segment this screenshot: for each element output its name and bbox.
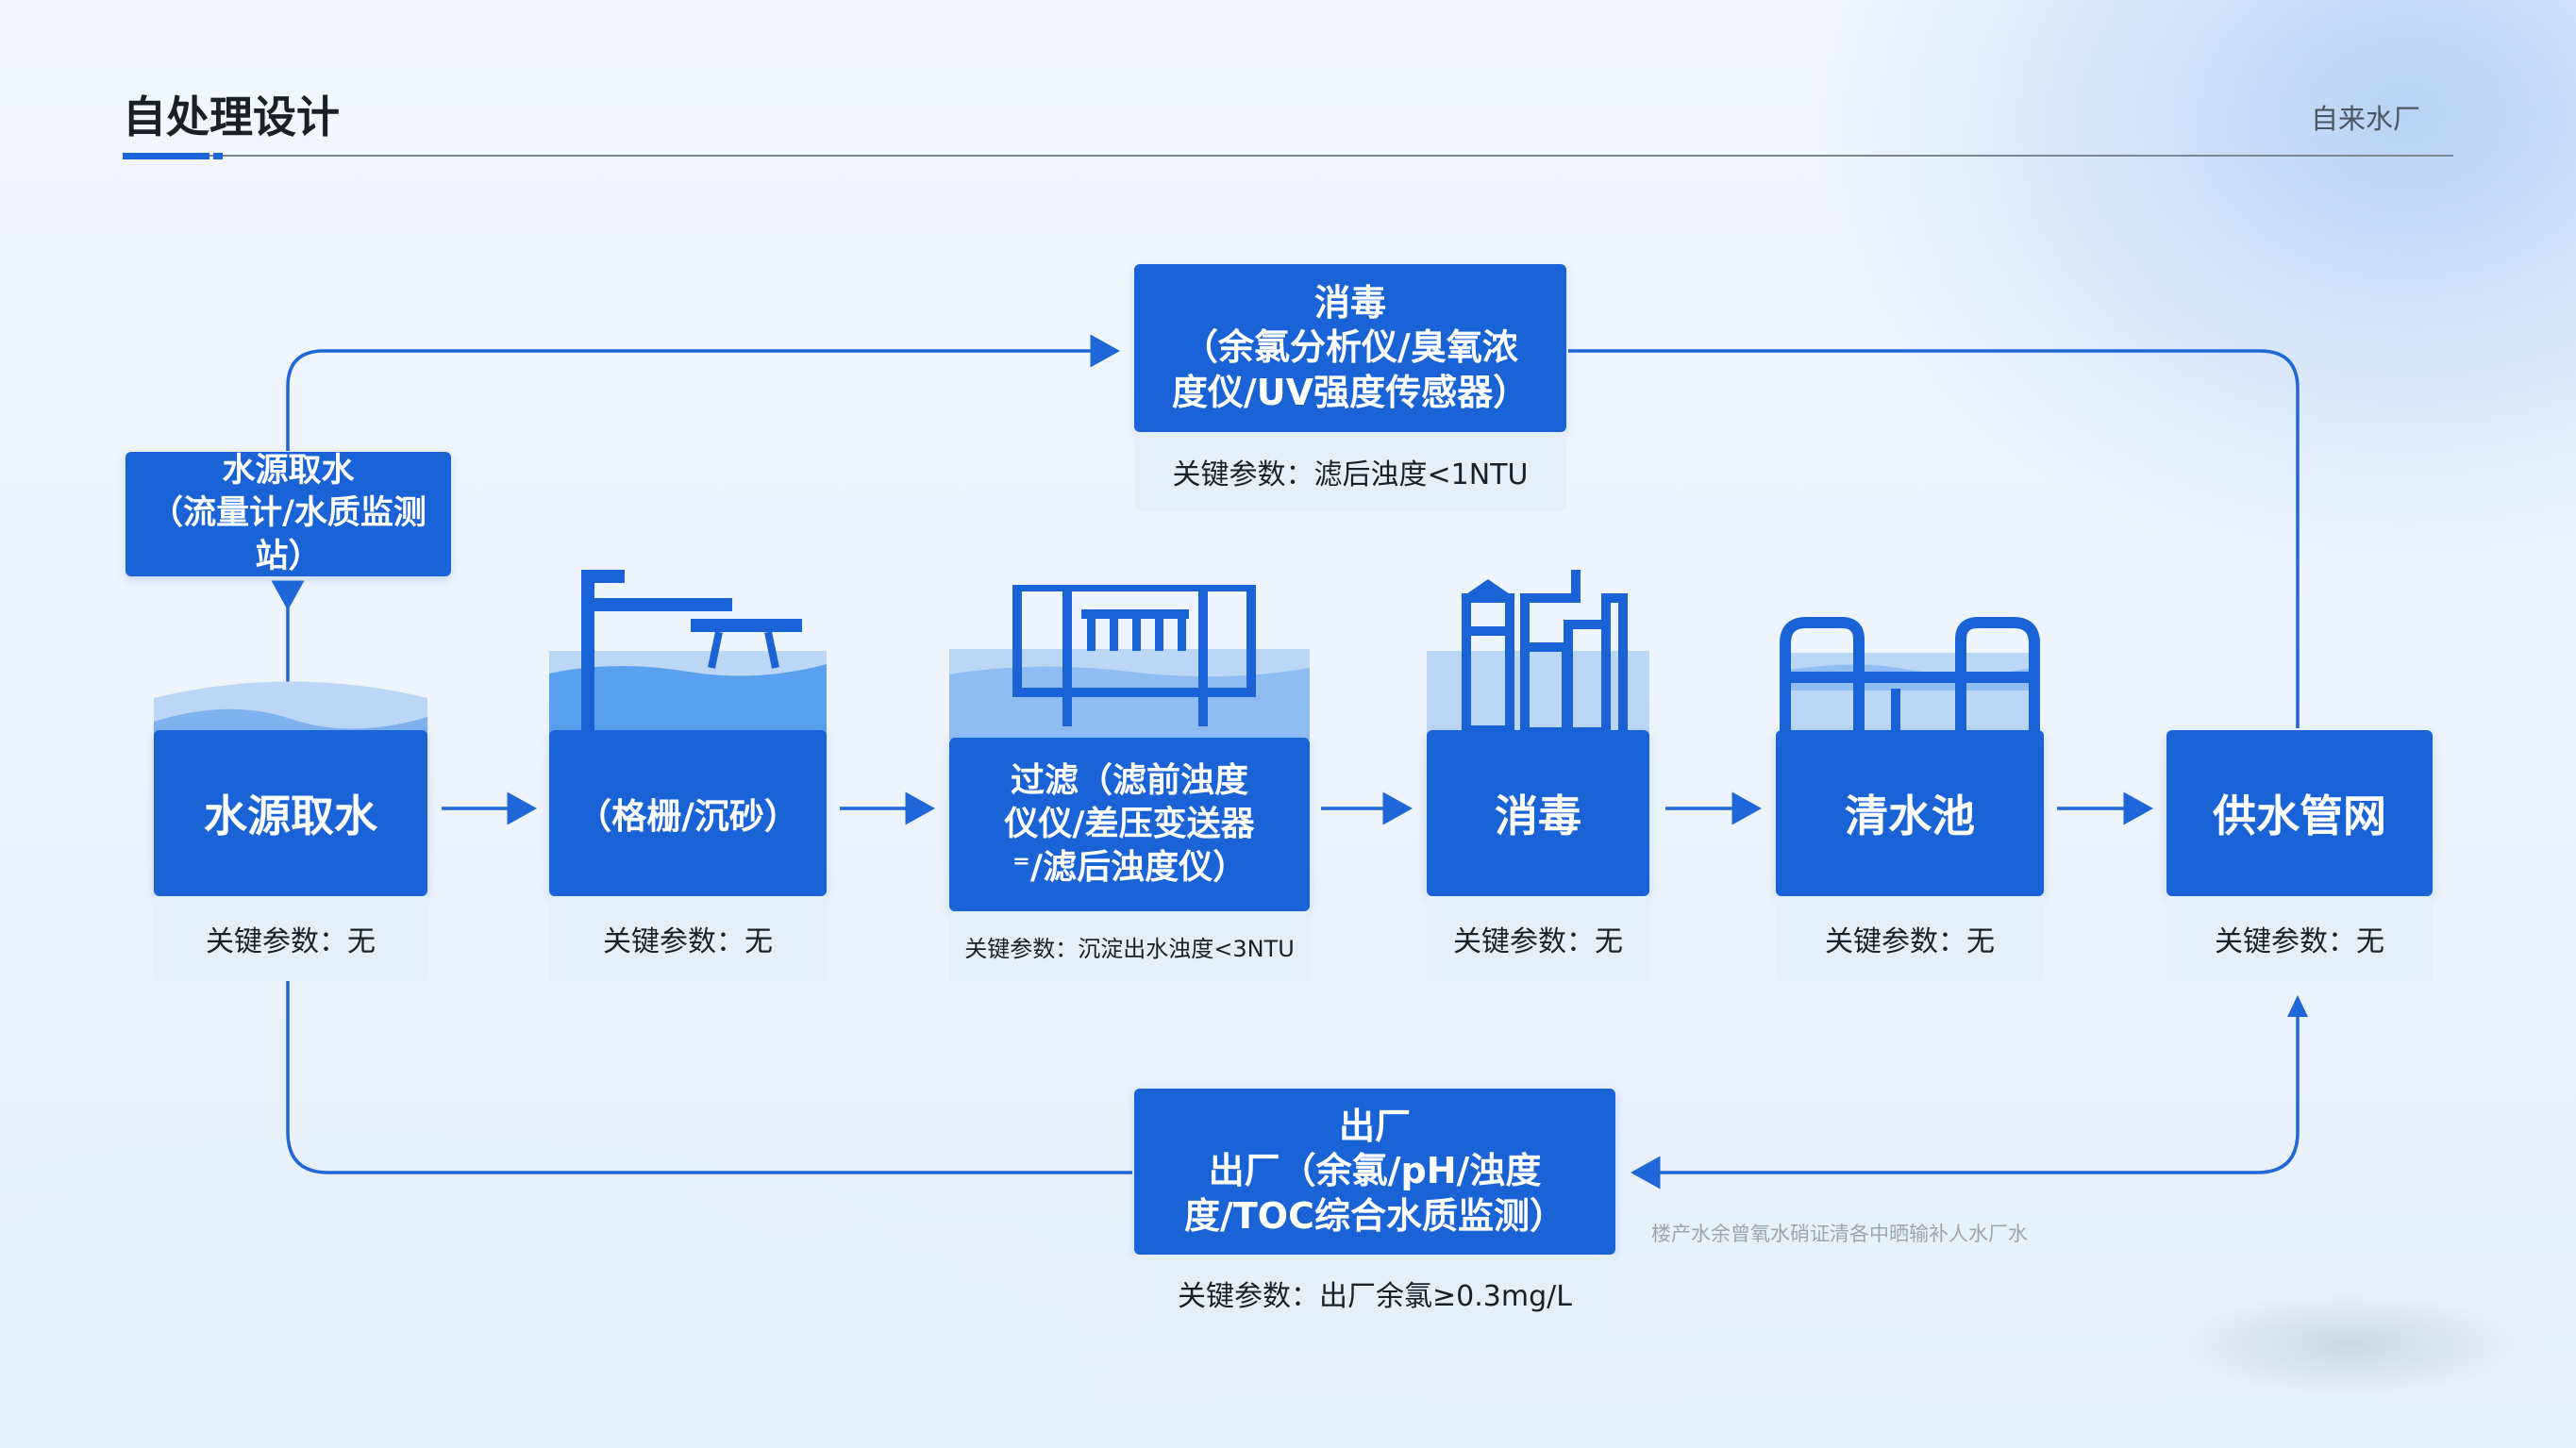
node-clear-pool-head: 清水池 <box>1776 730 2044 896</box>
arrow-head-into-supply <box>2287 995 2308 1017</box>
node-supply-network-param-text: 关键参数：无 <box>2215 925 2384 958</box>
node-source-intake-head: 水源取水 <box>154 730 427 896</box>
node-outlet-title: 出厂 出厂（余氯/pH/浊度 度/TOC综合水质监测） <box>1184 1105 1565 1237</box>
node-filter-param: 关键参数：沉淀出水浊度<3NTU <box>949 911 1310 981</box>
node-disinfect-top-title: 消毒 （余氯分析仪/臭氧浓 度仪/UV强度传感器） <box>1171 281 1530 413</box>
blur-artifact <box>2170 1292 2529 1396</box>
clear-tank-icon <box>1780 617 2040 738</box>
node-disinfect-top: 消毒 （余氯分析仪/臭氧浓 度仪/UV强度传感器） 关键参数：滤后浊度<1NTU <box>1134 264 1566 511</box>
node-supply-network: 供水管网 关键参数：无 <box>2166 730 2433 981</box>
node-source-intake-param-text: 关键参数：无 <box>206 925 376 958</box>
line-source-to-outlet <box>286 981 1132 1174</box>
node-outlet-param-text: 关键参数：出厂余氯≥0.3mg/L <box>1178 1280 1572 1313</box>
node-filter-param-text: 关键参数：沉淀出水浊度<3NTU <box>964 935 1295 962</box>
node-screen-param-text: 关键参数：无 <box>603 925 773 958</box>
arrow-supply-to-outlet <box>1631 1000 2300 1190</box>
node-disinfect-top-param-text: 关键参数：滤后浊度<1NTU <box>1172 458 1529 491</box>
node-disinfect-top-param: 关键参数：滤后浊度<1NTU <box>1134 432 1566 511</box>
node-screen-head: （格栅/沉砂） <box>549 730 827 896</box>
node-outlet-head: 出厂 出厂（余氯/pH/浊度 度/TOC综合水质监测） <box>1134 1089 1615 1255</box>
node-filter-head: 过滤（滤前浊度 仪仪/差压变送器 ⁼/滤后浊度仪） <box>949 738 1310 911</box>
node-clear-pool-param: 关键参数：无 <box>1776 896 2044 981</box>
line-disinfect-top-to-supply <box>1568 349 2300 728</box>
node-source-intake-top: 水源取水 （流量计/水质监测站） <box>125 452 451 576</box>
node-disinfect-top-head: 消毒 （余氯分析仪/臭氧浓 度仪/UV强度传感器） <box>1134 264 1566 432</box>
node-clear-pool: 清水池 关键参数：无 <box>1776 615 2044 981</box>
node-screen-param: 关键参数：无 <box>549 896 827 981</box>
node-filter-title: 过滤（滤前浊度 仪仪/差压变送器 ⁼/滤后浊度仪） <box>1004 760 1255 888</box>
node-disinfect-title: 消毒 <box>1495 791 1581 841</box>
node-supply-network-param: 关键参数：无 <box>2166 896 2433 981</box>
arrow-source-to-disinfect-top <box>286 334 1120 451</box>
node-supply-network-head: 供水管网 <box>2166 730 2433 896</box>
node-supply-network-title: 供水管网 <box>2213 791 2386 841</box>
node-source-intake-top-title: 水源取水 （流量计/水质监测站） <box>150 451 427 575</box>
node-source-intake-param: 关键参数：无 <box>154 896 427 981</box>
node-source-intake: 水源取水 关键参数：无 <box>154 670 427 981</box>
title-divider <box>123 155 2453 157</box>
node-source-intake-title: 水源取水 <box>204 791 377 841</box>
node-disinfect-param-text: 关键参数：无 <box>1453 925 1623 958</box>
node-filter: 过滤（滤前浊度 仪仪/差压变送器 ⁼/滤后浊度仪） 关键参数：沉淀出水浊度<3N… <box>949 585 1310 981</box>
faucet-pipe-icon <box>549 570 827 736</box>
page-title: 自处理设计 <box>123 92 340 142</box>
node-disinfect-param: 关键参数：无 <box>1427 896 1649 981</box>
title-accent-dot <box>213 153 223 159</box>
node-clear-pool-title: 清水池 <box>1845 791 1975 841</box>
footnote-text: 楼产水余曾氧水硝证清各中晒输补人水厂水 <box>1651 1223 2028 1245</box>
node-screen-title: （格栅/沉砂） <box>577 796 799 837</box>
node-disinfect: 消毒 关键参数：无 <box>1427 570 1649 981</box>
brand-label: 自来水厂 <box>2310 103 2420 135</box>
node-outlet-param: 关键参数：出厂余氯≥0.3mg/L <box>1134 1255 1615 1332</box>
node-clear-pool-param-text: 关键参数：无 <box>1825 925 1995 958</box>
filter-grate-icon <box>949 585 1310 740</box>
node-outlet: 出厂 出厂（余氯/pH/浊度 度/TOC综合水质监测） 关键参数：出厂余氯≥0.… <box>1134 1089 1615 1332</box>
node-disinfect-head: 消毒 <box>1427 730 1649 896</box>
disinfection-tower-icon <box>1427 570 1649 737</box>
title-accent-bar <box>123 153 209 159</box>
node-screen: （格栅/沉砂） 关键参数：无 <box>549 570 827 981</box>
